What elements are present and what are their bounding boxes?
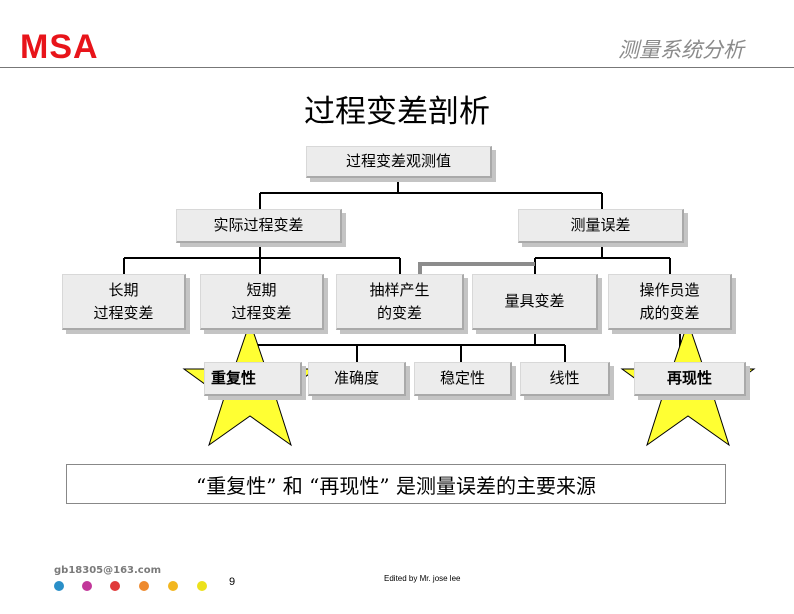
node-repeatability: 重复性	[204, 362, 302, 396]
header-subtitle: 测量系统分析	[618, 38, 744, 62]
node-accuracy: 准确度	[308, 362, 406, 396]
footer-dot-icon	[139, 581, 149, 591]
key-message-banner: “重复性” 和 “再现性” 是测量误差的主要来源	[66, 464, 726, 504]
page-number: 9	[229, 576, 236, 588]
node-long-term-variation: 长期过程变差	[62, 274, 186, 330]
footer-email: gb18305@163.com	[54, 565, 161, 576]
footer-edited-by: Edited by Mr. jose lee	[384, 574, 461, 583]
footer-dot-icon	[110, 581, 120, 591]
node-sampling-variation: 抽样产生的变差	[336, 274, 464, 330]
footer-dot-icon	[168, 581, 178, 591]
node-operator-variation: 操作员造成的变差	[608, 274, 732, 330]
node-gauge-variation: 量具变差	[472, 274, 598, 330]
node-actual-process-variation: 实际过程变差	[176, 209, 342, 243]
msa-logo: MSA	[20, 28, 99, 66]
footer-dot-icon	[54, 581, 64, 591]
node-measurement-error: 测量误差	[518, 209, 684, 243]
node-short-term-variation: 短期过程变差	[200, 274, 324, 330]
header-divider	[0, 67, 794, 68]
node-reproducibility: 再现性	[634, 362, 746, 396]
node-observed-variation: 过程变差观测值	[306, 146, 492, 178]
slide-title: 过程变差剖析	[304, 94, 490, 130]
node-linearity: 线性	[520, 362, 610, 396]
footer-dot-icon	[197, 581, 207, 591]
footer-dot-icon	[82, 581, 92, 591]
node-stability: 稳定性	[414, 362, 512, 396]
